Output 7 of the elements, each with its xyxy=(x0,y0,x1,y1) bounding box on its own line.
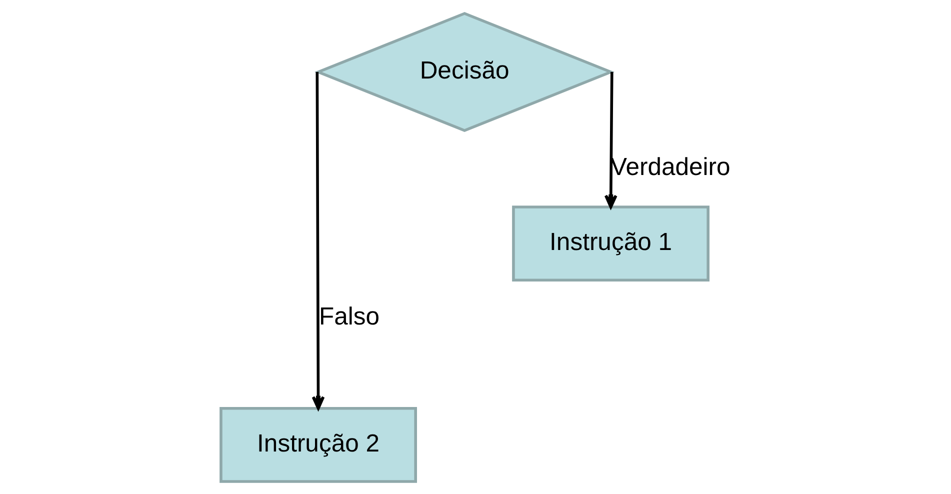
node-box: Instrução 2 xyxy=(220,406,417,482)
node-diamond: Decisão xyxy=(314,11,615,132)
edge-label: Verdadeiro xyxy=(610,154,730,181)
arrow xyxy=(604,72,618,208)
arrow xyxy=(312,72,325,410)
edge-label: Falso xyxy=(318,303,380,330)
node-box: Instrução 1 xyxy=(512,205,710,282)
